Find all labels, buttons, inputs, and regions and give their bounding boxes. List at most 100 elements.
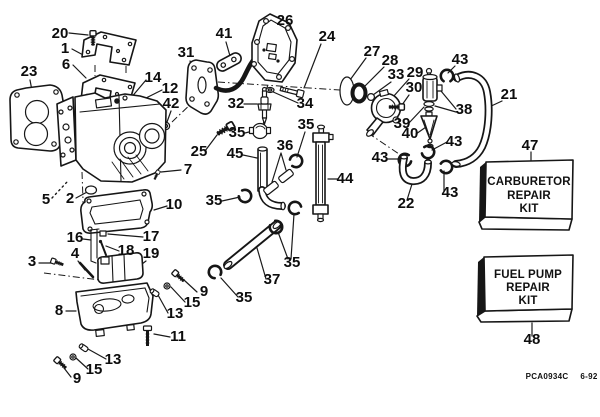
clamp-35-c [285, 198, 304, 217]
callout-15: 15 [86, 361, 103, 378]
kit-47-line-1: CARBURETOR [487, 176, 571, 188]
fuel-pump-repair-kit-box: FUEL PUMP REPAIR KIT [476, 254, 574, 323]
oring-2 [84, 185, 98, 195]
callout-28: 28 [382, 52, 399, 69]
check-valve-38 [422, 67, 443, 102]
screw-9-left [52, 355, 70, 372]
clamp-35-b [287, 151, 306, 170]
callout-43: 43 [446, 133, 463, 150]
callout-34: 34 [297, 95, 314, 112]
needle-valve-32 [257, 86, 272, 125]
callout-44: 44 [337, 170, 354, 187]
callout-43: 43 [452, 51, 469, 68]
fuel-hose-22 [398, 154, 432, 186]
callout-24: 24 [319, 28, 336, 45]
connector-tubes-36 [263, 168, 294, 196]
washer-15-right [163, 282, 171, 290]
callout-40: 40 [402, 125, 419, 142]
kit-47-line-3: KIT [519, 203, 538, 215]
screw-9-right [170, 268, 188, 285]
clamp-43-a [439, 68, 455, 83]
callout-3: 3 [28, 253, 36, 270]
callout-27: 27 [364, 43, 381, 60]
callout-4: 4 [71, 245, 80, 262]
screw-3 [49, 256, 66, 269]
callout-30: 30 [406, 79, 423, 96]
kit-48-line-1: FUEL PUMP [494, 269, 562, 281]
callout-47: 47 [522, 137, 539, 154]
carburetor-body [56, 92, 167, 183]
callout-39: 39 [394, 115, 411, 132]
callout-35: 35 [236, 289, 253, 306]
tube-45 [257, 146, 268, 192]
callout-20: 20 [52, 25, 69, 42]
callout-48: 48 [524, 331, 541, 348]
lever-41 [216, 52, 242, 72]
float-19 [97, 252, 144, 284]
callout-5-dotted-leader [51, 181, 68, 199]
callout-29: 29 [407, 64, 424, 81]
float-bracket-16 [89, 228, 100, 264]
drawing-code: PCA0934C [526, 372, 569, 381]
callout-15: 15 [184, 294, 201, 311]
callout-11: 11 [170, 328, 186, 345]
date-code: 6-92 [580, 372, 597, 381]
spacer-13-left [77, 342, 90, 353]
callout-8: 8 [55, 302, 63, 319]
callout-43: 43 [372, 149, 389, 166]
orings-39 [423, 101, 435, 112]
washer-15-left [69, 353, 77, 361]
callout-5: 5 [42, 191, 50, 208]
clip-17 [99, 230, 107, 237]
callout-21: 21 [501, 86, 518, 103]
seal-28 [350, 82, 368, 104]
callout-19: 19 [143, 245, 160, 262]
bolt-24 [279, 86, 305, 99]
callout-12: 12 [162, 80, 179, 97]
washer-34 [265, 86, 275, 94]
bolt-11 [142, 325, 153, 346]
fuel-hose-21 [451, 70, 493, 168]
fuel-tube-44 [312, 124, 334, 223]
strainer-40 [420, 111, 438, 149]
callout-9: 9 [73, 370, 81, 387]
retainer-cup-35 [248, 122, 272, 140]
kit-47-line-2: REPAIR [507, 190, 551, 202]
callout-26: 26 [277, 12, 294, 29]
clamp-35-a [236, 186, 255, 206]
fuel-pump-cover-26 [251, 13, 298, 83]
callout-7: 7 [184, 161, 192, 178]
callout-35: 35 [229, 124, 246, 141]
callout-35: 35 [298, 116, 315, 133]
callout-43: 43 [442, 184, 459, 201]
callout-37: 37 [264, 271, 281, 288]
callout-42: 42 [163, 95, 180, 112]
hinge-pin-4 [78, 261, 95, 279]
callout-25: 25 [191, 143, 208, 160]
callout-leader-lines [29, 27, 533, 378]
kit-48-line-3: KIT [518, 295, 537, 307]
bowl-gasket-10 [80, 189, 154, 234]
kit-48-line-2: REPAIR [506, 282, 550, 294]
callout-17: 17 [143, 228, 160, 245]
pump-gasket-31 [185, 59, 220, 115]
clamp-35-e [205, 262, 225, 281]
callout-16: 16 [67, 229, 84, 246]
elbow-hose [258, 186, 286, 211]
callout-6: 6 [62, 56, 70, 73]
callout-36: 36 [277, 137, 294, 154]
callout-33: 33 [388, 66, 405, 83]
callout-9: 9 [200, 283, 208, 300]
callout-38: 38 [456, 101, 473, 118]
callout-22: 22 [398, 195, 415, 212]
callout-13: 13 [105, 351, 122, 368]
top-cover-plate-1 [81, 31, 137, 66]
callout-32: 32 [228, 95, 245, 112]
callout-45: 45 [227, 145, 244, 162]
callout-18: 18 [118, 242, 135, 259]
fuel-hose-37 [223, 220, 282, 270]
callout-13: 13 [167, 305, 184, 322]
callout-14: 14 [145, 69, 162, 86]
